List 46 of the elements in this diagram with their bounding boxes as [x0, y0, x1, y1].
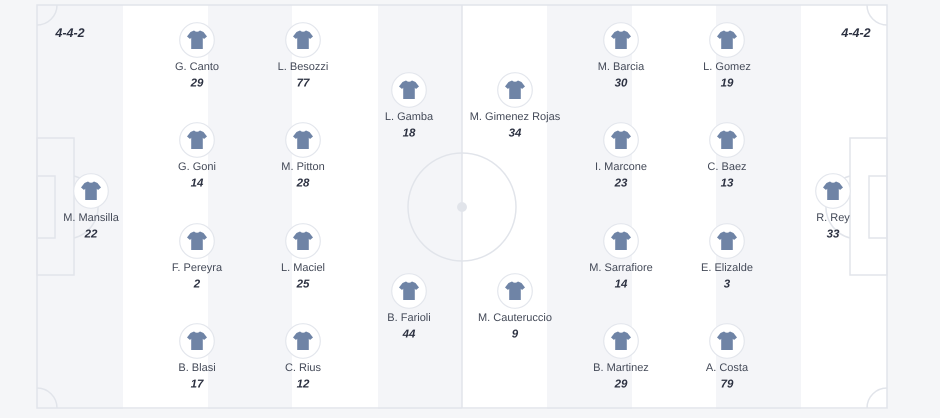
player-name: G. Goni — [178, 160, 216, 174]
shirt-number: 34 — [508, 128, 522, 140]
shirt-number: 25 — [296, 278, 310, 292]
shirt-number: 17 — [190, 378, 204, 392]
player-name: C. Baez — [707, 160, 747, 174]
player-name: M. Sarrafiore — [589, 262, 653, 274]
shirt-number: 12 — [296, 378, 310, 392]
player-name: L. Besozzi — [278, 60, 328, 74]
shirt-number: 18 — [402, 128, 416, 140]
player-name: E. Elizalde — [701, 262, 753, 274]
shirt-number: 23 — [614, 178, 628, 190]
player-name: L. Gamba — [384, 110, 434, 124]
shirt-number: 30 — [614, 78, 628, 90]
shirt-number: 14 — [614, 278, 628, 292]
player-name: B. Martinez — [593, 362, 649, 374]
player-name: M. Pitton — [281, 160, 325, 174]
player-name: M. Mansilla — [63, 212, 119, 224]
shirt-number: 2 — [194, 278, 200, 292]
formation-label: 4-4-2 — [841, 27, 871, 41]
player-name: B. Farioli — [387, 312, 431, 324]
shirt-number: 33 — [826, 228, 840, 242]
player-name: L. Gomez — [703, 60, 751, 74]
player-name: R. Rey — [816, 212, 850, 224]
shirt-number: 14 — [190, 178, 204, 190]
shirt-number: 28 — [296, 178, 310, 190]
player-name: G. Canto — [174, 60, 220, 74]
player-name: C. Rius — [284, 362, 322, 374]
shirt-number: 19 — [720, 78, 734, 90]
shirt-number: 22 — [84, 228, 98, 242]
player-name: F. Pereyra — [172, 262, 222, 274]
shirt-number: 79 — [720, 378, 734, 392]
player-name: M. Cauteruccio — [478, 312, 552, 324]
player-name: M. Barcia — [598, 60, 644, 74]
shirt-number: 29 — [190, 78, 204, 90]
shirt-number: 9 — [512, 328, 518, 342]
player-name: L. Maciel — [280, 262, 326, 274]
player-name: B. Blasi — [178, 362, 216, 374]
shirt-number: 29 — [614, 378, 628, 392]
player-name: M. Gimenez Rojas — [470, 110, 560, 124]
formation-label: 4-4-2 — [55, 27, 85, 41]
player-name: A. Costa — [706, 362, 748, 374]
shirt-number: 77 — [296, 78, 310, 90]
shirt-number: 3 — [724, 278, 730, 292]
shirt-number: 44 — [402, 328, 416, 342]
shirt-number: 13 — [720, 178, 734, 190]
player-name: I. Marcone — [595, 160, 647, 174]
